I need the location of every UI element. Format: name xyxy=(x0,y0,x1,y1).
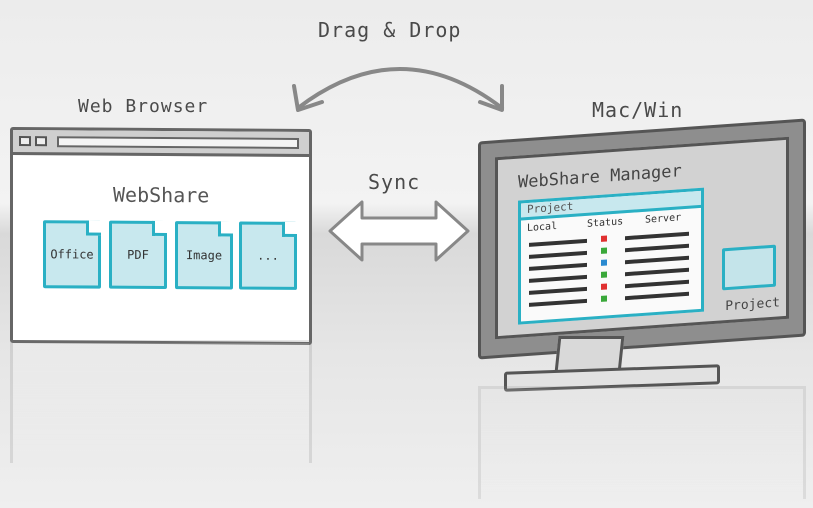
local-row-line xyxy=(529,238,587,247)
doc-label: ... xyxy=(257,248,279,263)
web-browser-label: Web Browser xyxy=(78,96,209,117)
server-row-line xyxy=(625,255,689,265)
column-local: Local xyxy=(527,220,558,235)
monitor: WebShare Manager Project Local Status Se… xyxy=(478,118,806,360)
status-ok-icon xyxy=(601,271,607,278)
image-document-icon: Image xyxy=(175,221,233,290)
local-row-line xyxy=(529,274,587,283)
column-server: Server xyxy=(645,212,682,226)
local-row-line xyxy=(529,286,587,295)
doc-label: Image xyxy=(185,248,223,263)
browser-reflection xyxy=(10,340,312,463)
browser-titlebar xyxy=(13,129,309,158)
monitor-reflection xyxy=(478,386,806,499)
column-status: Status xyxy=(587,216,624,230)
sync-label: Sync xyxy=(368,170,421,194)
local-row-line xyxy=(529,262,587,271)
server-row-line xyxy=(625,279,689,289)
doc-label: PDF xyxy=(127,247,149,262)
browser-address-bar xyxy=(57,135,299,149)
status-ok-icon xyxy=(601,295,607,302)
project-panel: Project Local Status Server xyxy=(518,187,704,325)
drag-drop-arrow-icon xyxy=(292,67,504,112)
status-conflict-icon xyxy=(601,283,607,290)
monitor-screen: WebShare Manager Project Local Status Se… xyxy=(495,136,789,340)
sync-arrow-icon xyxy=(328,200,470,262)
window-button-icon xyxy=(19,136,31,147)
office-document-icon: Office xyxy=(43,220,101,289)
more-document-icon: ... xyxy=(239,221,297,290)
local-row-line xyxy=(529,250,587,259)
window-button-icon xyxy=(35,136,47,147)
server-row-line xyxy=(625,243,689,253)
project-folder-icon xyxy=(722,244,776,291)
server-row-line xyxy=(625,291,689,301)
webshare-title: WebShare xyxy=(113,182,210,208)
webshare-manager-title: WebShare Manager xyxy=(518,161,682,193)
server-row-line xyxy=(625,267,689,277)
server-row-line xyxy=(625,231,689,241)
local-row-line xyxy=(529,298,587,307)
status-download-icon xyxy=(601,259,607,266)
doc-label: Office xyxy=(50,247,94,262)
project-folder-label: Project xyxy=(725,295,780,315)
status-ok-icon xyxy=(601,247,607,254)
pdf-document-icon: PDF xyxy=(109,220,167,290)
mac-win-label: Mac/Win xyxy=(592,98,684,122)
drag-drop-label: Drag & Drop xyxy=(318,18,462,42)
web-browser-window: WebShare Office PDF Image ... xyxy=(10,126,312,346)
status-conflict-icon xyxy=(601,235,607,242)
